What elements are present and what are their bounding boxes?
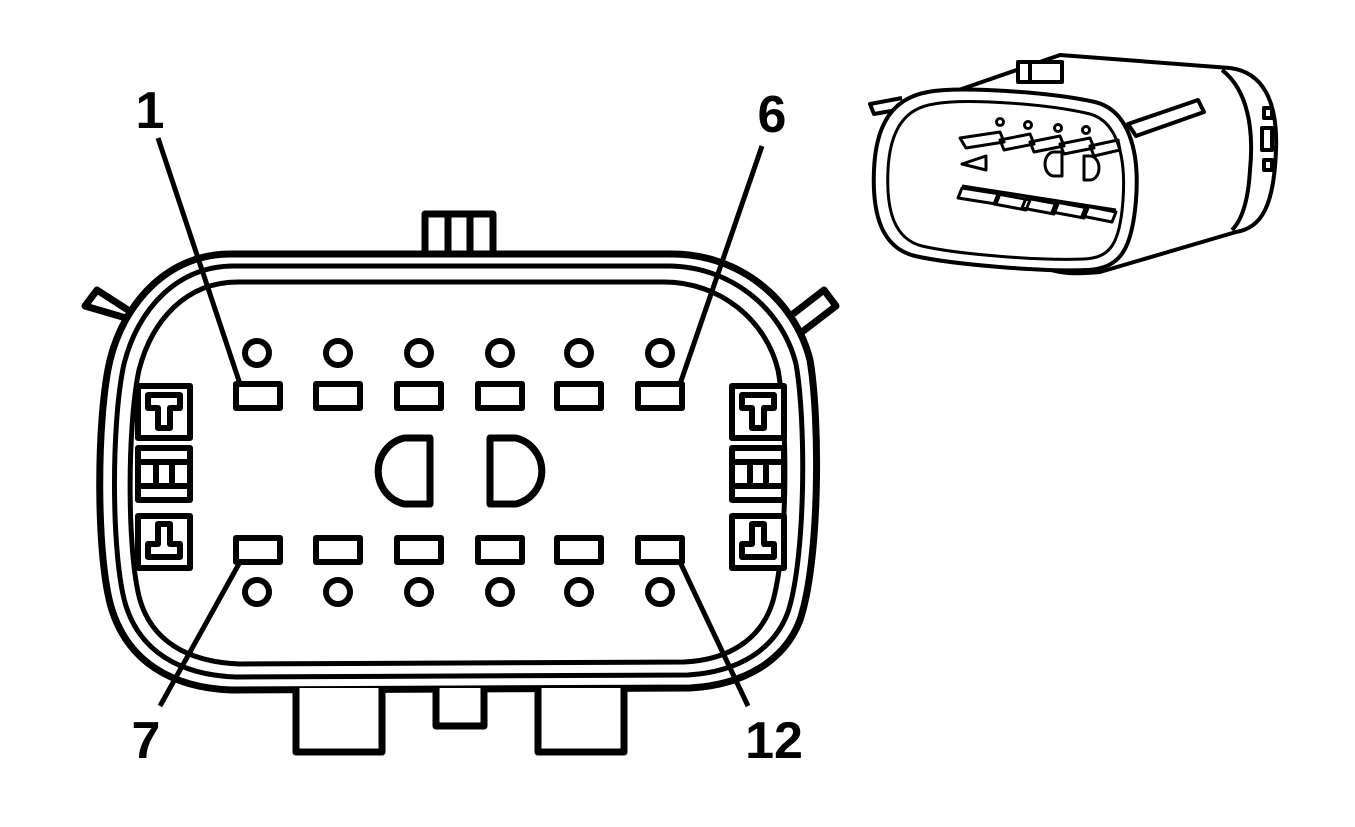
terminal-1-cavity [233,381,283,411]
connector-face-view [81,137,840,756]
terminal-3-cavity [394,381,444,411]
iso-rear-band [1220,68,1254,232]
leader-lines [155,137,765,708]
leader-line-6 [677,145,765,385]
terminal-6-cavity [635,381,685,411]
terminal-11-probe [564,577,594,607]
terminal-2-probe [323,338,353,368]
terminal-4-cavity [475,381,525,411]
terminal-5-probe [564,338,594,368]
iso-right-key [1082,154,1101,182]
terminal-10-cavity [475,535,525,565]
terminal-4-probe [485,338,515,368]
terminal-10-probe [485,577,515,607]
terminal-12-probe [645,577,675,607]
right-ear [790,286,840,335]
terminal-7-probe [242,577,272,607]
housing-seal-ring [112,263,806,680]
leader-line-1 [155,137,243,385]
iso-left-key [1043,150,1064,178]
terminal-11-cavity [554,535,604,565]
terminal-9-probe [404,577,434,607]
iso-top-clip [1016,60,1064,84]
left-key-d-shape [374,434,434,508]
terminal-9-cavity [394,535,444,565]
iso-right-tab [1126,98,1206,138]
iso-rear-port-1 [1262,106,1274,120]
terminal-row-bottom [233,535,685,607]
terminal-8-cavity [313,535,363,565]
pin-label-7: 7 [132,712,161,770]
housing-outer [96,250,821,694]
bottom-latches [292,688,628,756]
left-ear [81,286,136,322]
terminal-2-cavity [313,381,363,411]
terminal-6-probe [645,338,675,368]
terminal-7-cavity [233,535,283,565]
iso-rear-port-2 [1260,126,1274,152]
terminal-5-cavity [554,381,604,411]
iso-front-face-inner [886,100,1126,261]
iso-terminals-bottom [956,184,1118,224]
iso-rear-port-3 [1262,158,1274,172]
leader-line-12 [677,560,751,708]
right-side-retainers [729,383,787,571]
leader-line-7 [157,560,243,708]
left-side-retainers [135,383,193,571]
pin-label-12: 12 [745,712,803,770]
connector-isometric-view [868,53,1279,276]
iso-front-face [871,87,1139,273]
terminal-8-probe [323,577,353,607]
terminal-12-cavity [635,535,685,565]
housing-inner-wall [127,279,788,667]
terminal-1-probe [242,338,272,368]
pin-label-6: 6 [758,86,787,144]
pin-label-1: 1 [136,82,165,140]
right-key-d-shape [486,434,546,508]
terminal-3-probe [404,338,434,368]
terminal-row-top [233,338,685,411]
